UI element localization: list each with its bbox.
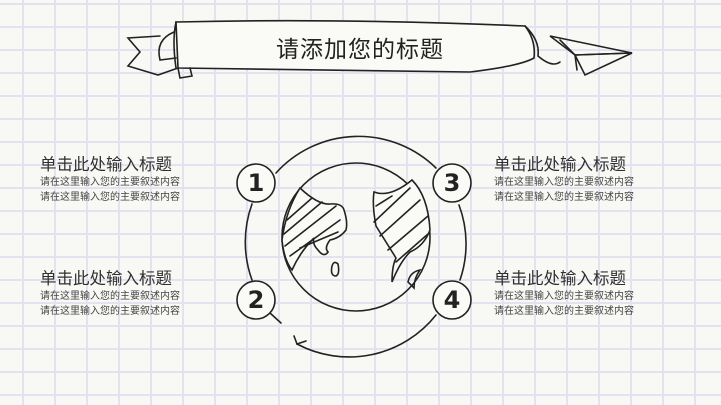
block-title[interactable]: 单击此处输入标题: [40, 269, 172, 288]
step-number-2: 2: [247, 286, 265, 314]
block-desc[interactable]: 请在这里输入您的主要叙述内容: [40, 192, 180, 203]
block-title[interactable]: 单击此处输入标题: [494, 155, 626, 174]
block-desc[interactable]: 请在这里输入您的主要叙述内容: [40, 177, 180, 188]
block-desc[interactable]: 请在这里输入您的主要叙述内容: [40, 291, 180, 302]
orbit-ring: [244, 135, 467, 358]
globe-icon: [281, 162, 431, 312]
block-title[interactable]: 单击此处输入标题: [494, 269, 626, 288]
block-desc[interactable]: 请在这里输入您的主要叙述内容: [494, 291, 634, 302]
ribbon-banner: [126, 19, 561, 79]
text-block-1[interactable]: 单击此处输入标题 请在这里输入您的主要叙述内容 请在这里输入您的主要叙述内容: [40, 155, 180, 205]
step-number-1: 1: [247, 169, 265, 197]
slide-title[interactable]: 请添加您的标题: [276, 37, 444, 63]
block-desc[interactable]: 请在这里输入您的主要叙述内容: [494, 192, 634, 203]
text-block-3[interactable]: 单击此处输入标题 请在这里输入您的主要叙述内容 请在这里输入您的主要叙述内容: [494, 155, 634, 205]
step-number-3: 3: [443, 169, 461, 197]
text-block-4[interactable]: 单击此处输入标题 请在这里输入您的主要叙述内容 请在这里输入您的主要叙述内容: [494, 269, 634, 319]
block-desc[interactable]: 请在这里输入您的主要叙述内容: [494, 177, 634, 188]
text-block-2[interactable]: 单击此处输入标题 请在这里输入您的主要叙述内容 请在这里输入您的主要叙述内容: [40, 269, 180, 319]
block-title[interactable]: 单击此处输入标题: [40, 155, 172, 174]
block-desc[interactable]: 请在这里输入您的主要叙述内容: [40, 306, 180, 317]
step-number-4: 4: [443, 286, 461, 314]
paper-plane-icon: [549, 35, 633, 77]
number-badges: [236, 163, 472, 320]
block-desc[interactable]: 请在这里输入您的主要叙述内容: [494, 306, 634, 317]
